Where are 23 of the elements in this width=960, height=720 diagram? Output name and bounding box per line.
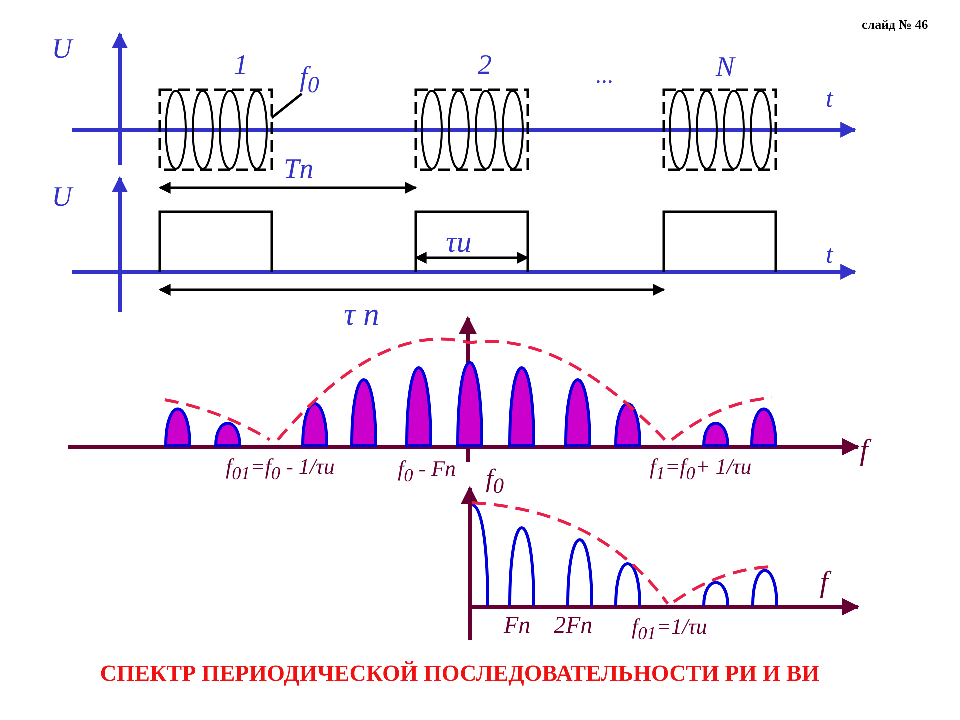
pulse-number: 1: [234, 52, 248, 80]
frequency-label: 2Fn: [554, 614, 593, 638]
period-label: Tn: [284, 156, 314, 184]
frequency-formula: f$_{0}$ - Fn: [398, 458, 456, 485]
pulse-number: 2: [478, 52, 492, 80]
axis-label: t: [826, 86, 834, 112]
slide-number: слайд № 46: [862, 18, 928, 31]
caption: СПЕКТР ПЕРИОДИЧЕСКОЙ ПОСЛЕДОВАТЕЛЬНОСТИ РИ И ВИ: [99, 662, 821, 685]
axis-label: U: [52, 184, 72, 212]
frequency-formula: f$_{01}$=1/τu: [632, 616, 708, 643]
burst-drawing: [158, 88, 274, 172]
period-label: τ n: [344, 298, 380, 330]
duration-label: τu: [446, 228, 472, 258]
frequency-label: f$_{0}$: [300, 64, 320, 98]
frequency-formula: f$_{01}$=f$_{0}$ - 1/τu: [226, 456, 335, 483]
ellipsis: ...: [596, 64, 614, 88]
pulse-number: N: [716, 54, 735, 82]
axis-label: t: [826, 242, 834, 268]
frequency-label: f$_{0}$: [486, 466, 504, 498]
axis-label: U: [52, 36, 72, 64]
frequency-formula: f$_{1}$=f$_{0}$+ 1/τu: [650, 456, 752, 483]
frequency-label: Fn: [504, 614, 531, 638]
leader-line: [271, 93, 303, 119]
